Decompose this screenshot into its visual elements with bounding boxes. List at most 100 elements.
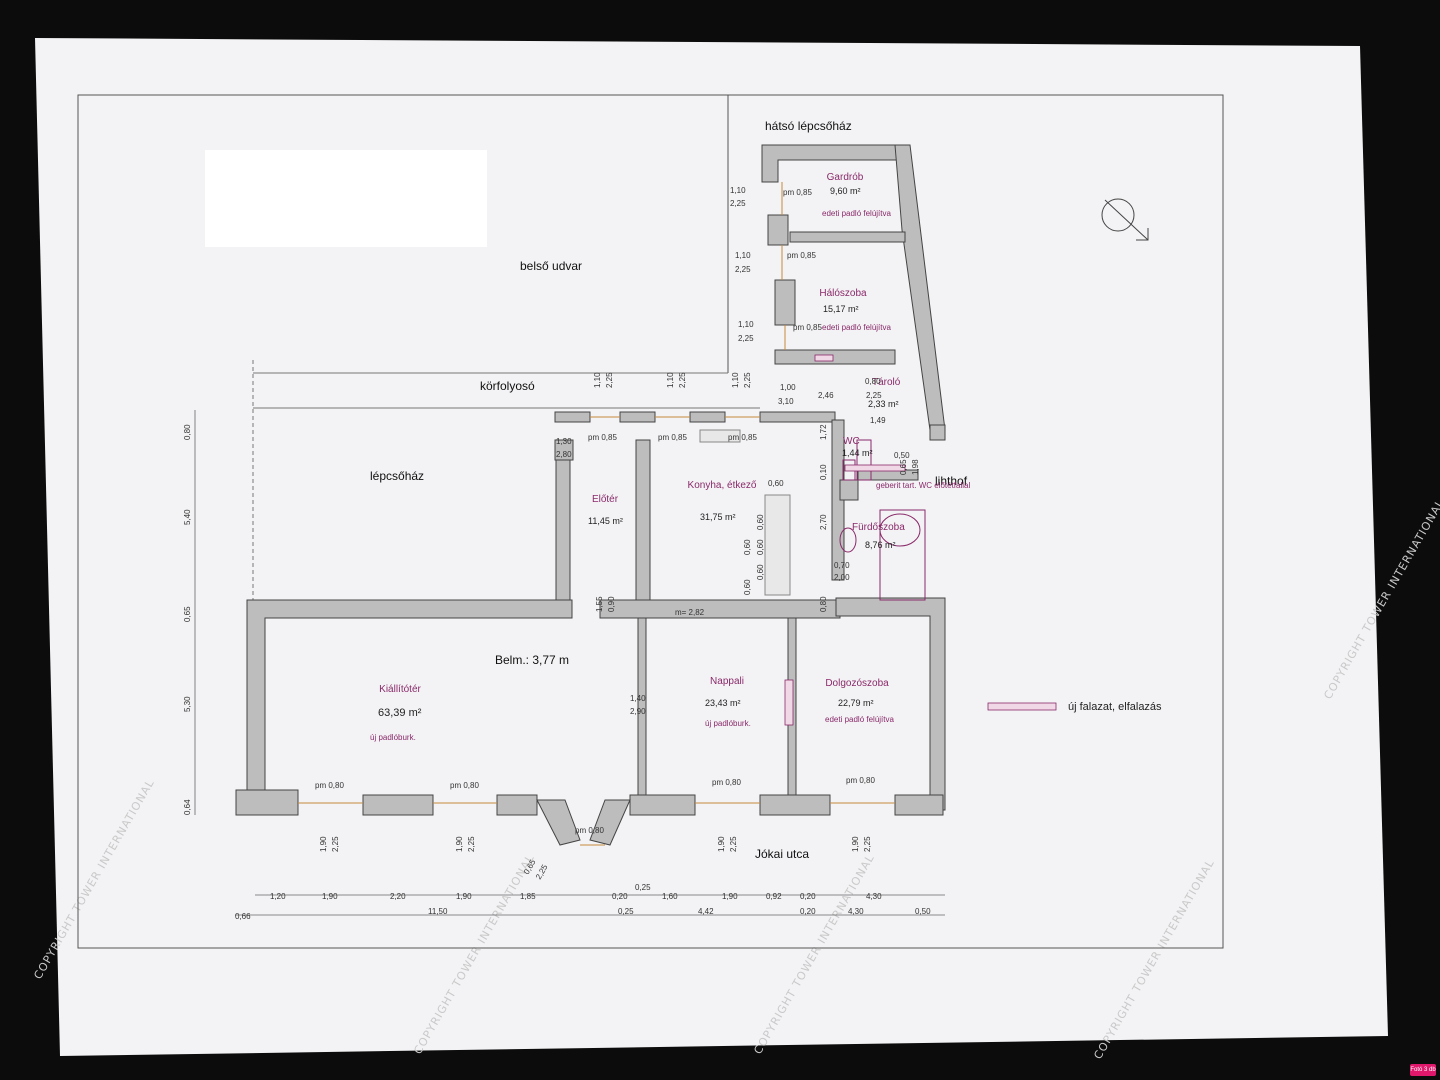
dim-label: 0,80 — [819, 596, 828, 612]
corridor-outline — [252, 360, 760, 600]
room-name: Kiállítótér — [379, 684, 421, 695]
dim-label: 1,72 — [819, 424, 828, 440]
drawing-frame — [77, 94, 1224, 949]
room-name: Hálószoba — [819, 288, 867, 299]
window-label: pm 0,85 — [728, 433, 757, 442]
redacted-box — [205, 150, 487, 247]
room-name: Fürdőszoba — [852, 522, 905, 533]
dim-label: 5,30 — [183, 696, 192, 712]
room-area: 15,17 m² — [823, 304, 859, 314]
room-area: 63,39 m² — [378, 707, 422, 719]
label-corridor: körfolyosó — [480, 379, 535, 393]
dim-label: 0,50 — [915, 907, 931, 916]
dim-label: 2,90 — [630, 707, 646, 716]
dim-label: 0,66 — [235, 912, 251, 921]
bay-window — [536, 799, 631, 846]
label-ceiling-height: Belm.: 3,77 m — [495, 653, 569, 667]
room-name: Gardrób — [827, 172, 864, 183]
dim-label: 2,70 — [819, 514, 828, 530]
room-name: Nappali — [710, 676, 744, 687]
room-note: edeti padló felújítva — [825, 715, 894, 724]
dim-label: 0,65 — [183, 606, 192, 622]
bottom-dimensions-row2: 0,66 11,50 0,25 4,42 0,20 4,30 0,50 — [235, 907, 931, 921]
dim-label: 4,30 — [866, 892, 882, 901]
label-back-stair: hátsó lépcsőház — [765, 119, 852, 133]
dim-label: 2,25 — [729, 836, 738, 852]
dim-label: 0,65 — [899, 459, 908, 475]
dim-label: 1,49 — [870, 416, 886, 425]
dim-label: 0,20 — [612, 892, 628, 901]
dim-label: 0,60 — [768, 479, 784, 488]
legend-label: új falazat, elfalazás — [1068, 701, 1162, 713]
room-furdoszoba: Fürdőszoba 8,76 m² — [852, 522, 905, 550]
photo-count-badge[interactable]: Fotó 3 db — [1410, 1064, 1436, 1076]
room-area: 22,79 m² — [838, 698, 874, 708]
dim-label: 1,90 — [455, 836, 464, 852]
dim-label: 2,20 — [390, 892, 406, 901]
dim-label: 1,90 — [319, 836, 328, 852]
dim-label: 1,60 — [662, 892, 678, 901]
dim-label: 0,64 — [183, 799, 192, 815]
dim-label: 2,25 — [743, 372, 752, 388]
room-dolgozoszoba: Dolgozószoba 22,79 m² edeti padló felújí… — [825, 678, 894, 724]
dim-label: 0,10 — [819, 464, 828, 480]
window-label: pm 0,80 — [846, 776, 875, 785]
dim-label: 1,10 — [738, 320, 754, 329]
dim-label: 2,25 — [735, 265, 751, 274]
room-area: 31,75 m² — [700, 512, 736, 522]
dim-label: 0,70 — [834, 561, 850, 570]
dim-label: 1,20 — [270, 892, 286, 901]
dim-label: m= 2,82 — [675, 608, 705, 617]
dim-label: 0,50 — [894, 451, 910, 460]
main-walls — [235, 411, 946, 816]
dim-label: 1,90 — [456, 892, 472, 901]
room-area: 8,76 m² — [865, 540, 896, 550]
dim-label: 1,85 — [520, 892, 536, 901]
room-area: 23,43 m² — [705, 698, 741, 708]
label-inner-court: belső udvar — [520, 259, 582, 273]
dim-label: 1,40 — [630, 694, 646, 703]
window-labels: pm 0,85 pm 0,85 pm 0,85 pm 0,85 pm 0,85 … — [315, 188, 875, 835]
window-label: pm 0,80 — [450, 781, 479, 790]
label-lightwell: lihthof — [935, 474, 968, 488]
window-lines — [298, 182, 895, 804]
room-gardrob: Gardrób 9,60 m² edeti padló felújítva — [822, 172, 891, 218]
dim-label: 3,10 — [778, 397, 794, 406]
window-label: pm 0,80 — [575, 826, 604, 835]
dim-label: 1,55 — [595, 596, 604, 612]
dim-label: 2,25 — [605, 372, 614, 388]
dimension-lines — [194, 410, 945, 916]
dim-label: 0,20 — [800, 907, 816, 916]
window-label: pm 0,85 — [793, 323, 822, 332]
dim-label: 1,10 — [735, 251, 751, 260]
dim-label: 2,80 — [556, 450, 572, 459]
dim-label: 0,60 — [743, 579, 752, 595]
dim-label: 1,30 — [556, 437, 572, 446]
dim-label: 4,30 — [848, 907, 864, 916]
room-name: WC — [843, 436, 860, 447]
dim-label: 1,90 — [322, 892, 338, 901]
room-konyha: Konyha, étkező 31,75 m² — [688, 480, 757, 522]
room-note: új padlóburk. — [370, 733, 416, 742]
dim-label: 0,80 — [865, 377, 881, 386]
dim-label: 0,60 — [756, 514, 765, 530]
dim-label: 1,10 — [731, 372, 740, 388]
window-label: pm 0,85 — [783, 188, 812, 197]
dim-label: 0,20 — [800, 892, 816, 901]
room-note: geberit tart. WC előtétfallal — [876, 481, 970, 490]
room-eloter: Előtér 11,45 m² — [588, 494, 623, 526]
dim-label: 1,90 — [722, 892, 738, 901]
room-nappali: Nappali 23,43 m² új padlóburk. — [705, 676, 751, 728]
dim-label: 1,90 — [717, 836, 726, 852]
dim-label: 1,10 — [593, 372, 602, 388]
window-label: pm 0,80 — [712, 778, 741, 787]
room-name: Dolgozószoba — [825, 678, 889, 689]
room-note: edeti padló felújítva — [822, 323, 891, 332]
north-arrow-icon — [1101, 198, 1149, 241]
room-name: Konyha, étkező — [688, 480, 757, 491]
dim-label: 2,25 — [738, 334, 754, 343]
dim-label: 1,00 — [780, 383, 796, 392]
dim-label: 2,25 — [678, 372, 687, 388]
misc-dimensions: 1,10 2,25 1,10 2,25 1,10 2,25 1,10 2,25 … — [319, 186, 920, 881]
window-label: pm 0,80 — [315, 781, 344, 790]
